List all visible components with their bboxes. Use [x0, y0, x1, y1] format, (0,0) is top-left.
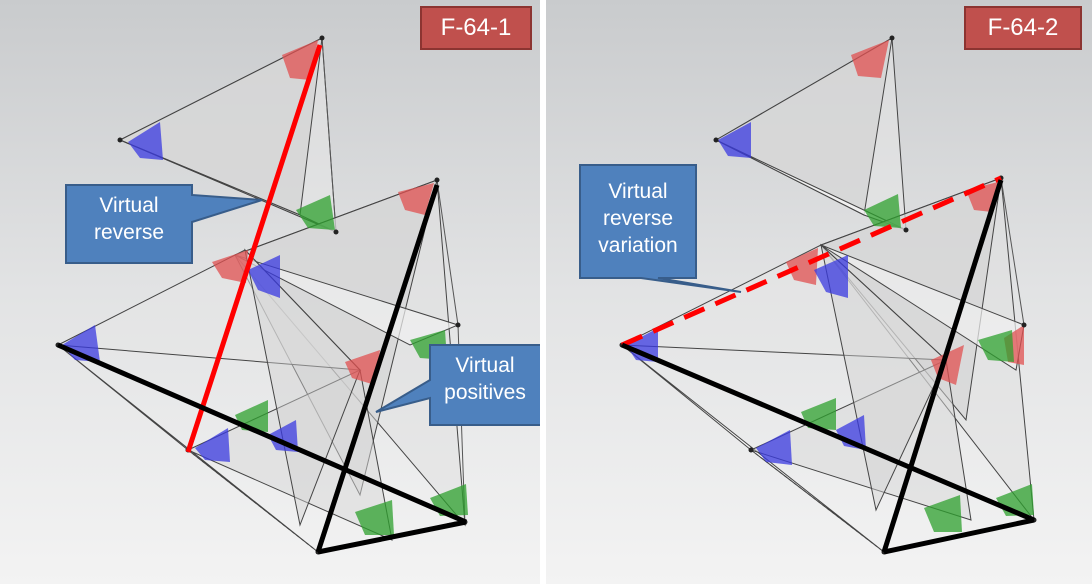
virtual-positive-line-2 — [317, 519, 467, 555]
figure-label-f64-1: F-64-1 — [420, 6, 532, 50]
callout-line: reverse — [602, 207, 674, 230]
virtual-reverse-line — [185, 44, 323, 453]
panel-f64-2: F-64-2 Virtual reverse variation — [546, 0, 1092, 584]
callout-virtual-positives: Virtual positives — [430, 352, 540, 406]
virtual-positive-line-1 — [57, 342, 467, 525]
callout-line: Virtual — [99, 194, 159, 217]
virtual-positive-line-3 — [881, 179, 1004, 553]
callout-virtual-reverse-variation-box — [579, 164, 742, 293]
virtual-positive-line-2 — [883, 517, 1035, 555]
callout-virtual-reverse: Virtual reverse — [66, 192, 192, 246]
panel-f64-1: F-64-1 Virtual reverse Virtual positives — [0, 0, 540, 584]
callout-virtual-positives-box — [375, 344, 540, 426]
callout-line: positives — [444, 381, 526, 404]
callout-line: Virtual — [608, 180, 668, 203]
tetra-cell-top — [118, 37, 337, 233]
figure-label-f64-2: F-64-2 — [964, 6, 1082, 50]
virtual-positive-line-1 — [621, 342, 1035, 523]
callout-virtual-reverse-box — [65, 184, 263, 264]
callout-line: variation — [598, 234, 678, 257]
tetra-cell-top — [714, 37, 907, 231]
kite-diagram-1 — [0, 0, 540, 584]
kite-diagram-2 — [546, 0, 1092, 584]
connector-blue — [626, 122, 866, 465]
callout-line: Virtual — [455, 354, 515, 377]
connector-red — [212, 40, 434, 385]
virtual-positive-line-3 — [315, 184, 440, 553]
tetra-cell-right — [234, 179, 466, 527]
callout-line: reverse — [93, 221, 165, 244]
virtual-reverse-variation-line — [620, 175, 1003, 348]
connector-blue — [62, 122, 298, 462]
callout-virtual-reverse-variation: Virtual reverse variation — [580, 178, 696, 259]
